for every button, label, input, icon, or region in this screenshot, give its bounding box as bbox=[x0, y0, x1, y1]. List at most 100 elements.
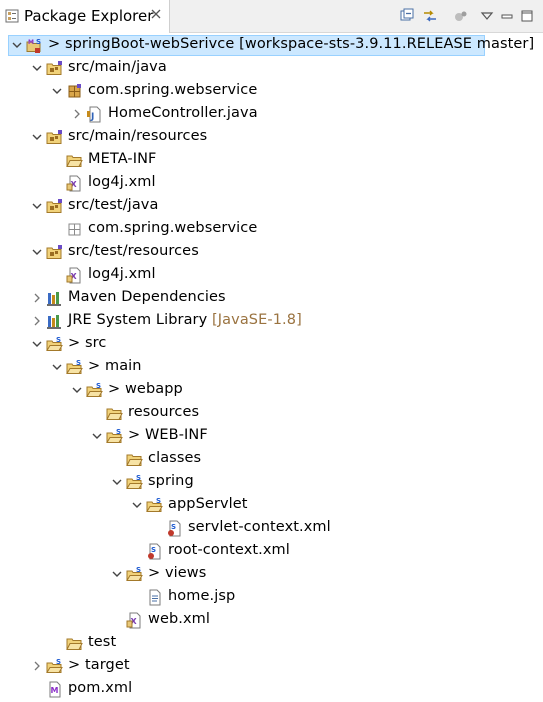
tree-item-log4j-xml-main[interactable]: X log4j.xml bbox=[0, 172, 543, 195]
tree-item-label: servlet-context.xml bbox=[188, 519, 331, 535]
tree-item-text: pom.xml bbox=[68, 680, 133, 696]
tree-item-label: HomeController.java bbox=[108, 105, 258, 121]
tree-item-root-context-xml[interactable]: S root-context.xml bbox=[0, 540, 543, 563]
chevron-down-icon[interactable] bbox=[50, 84, 64, 98]
collapse-all-icon[interactable] bbox=[398, 7, 416, 25]
tree-item-jre-system-library[interactable]: JRE System Library [JavaSE-1.8] bbox=[0, 310, 543, 333]
tree-item-src-main-resources[interactable]: src/main/resources bbox=[0, 126, 543, 149]
tree-item-maven-dependencies[interactable]: Maven Dependencies bbox=[0, 287, 543, 310]
tree-item-text: src/main/java bbox=[68, 59, 167, 75]
tree-item-test[interactable]: test bbox=[0, 632, 543, 655]
chevron-down-icon[interactable] bbox=[90, 429, 104, 443]
tree-item-target[interactable]: S> target bbox=[0, 655, 543, 678]
tree-item-src-main-java[interactable]: src/main/java bbox=[0, 57, 543, 80]
tree-item-text: META-INF bbox=[88, 151, 157, 167]
view-menu-icon[interactable] bbox=[478, 7, 496, 25]
chevron-down-icon[interactable] bbox=[30, 245, 44, 259]
tree-item-package-com-spring-webservice[interactable]: com.spring.webservice bbox=[0, 80, 543, 103]
svg-text:S: S bbox=[151, 546, 156, 554]
link-with-editor-icon[interactable] bbox=[421, 7, 439, 25]
chevron-right-icon[interactable] bbox=[30, 659, 44, 673]
chevron-down-icon[interactable] bbox=[130, 498, 144, 512]
project-springboot-webservice[interactable]: M S > springBoot-webSerivce [workspace-s… bbox=[0, 34, 543, 57]
tree-item-text: test bbox=[88, 634, 117, 650]
chevron-down-icon[interactable] bbox=[110, 475, 124, 489]
chevron-down-icon[interactable] bbox=[50, 360, 64, 374]
tree-item-servlet-context-xml[interactable]: S servlet-context.xml bbox=[0, 517, 543, 540]
chevron-right-icon[interactable] bbox=[30, 291, 44, 305]
tree-item-label: META-INF bbox=[88, 151, 157, 167]
git-folder-icon: S bbox=[106, 428, 123, 445]
tree-item-meta-inf[interactable]: META-INF bbox=[0, 149, 543, 172]
tree-item-label: Maven Dependencies bbox=[68, 289, 226, 305]
tree-item-src-test-java[interactable]: src/test/java bbox=[0, 195, 543, 218]
chevron-down-icon[interactable] bbox=[30, 130, 44, 144]
spring-xml-icon: S bbox=[146, 543, 163, 560]
chevron-down-icon[interactable] bbox=[70, 383, 84, 397]
tab-title: Package Explorer bbox=[24, 7, 154, 25]
chevron-right-icon[interactable] bbox=[70, 107, 84, 121]
tree-item-label: classes bbox=[148, 450, 201, 466]
svg-text:M: M bbox=[28, 39, 34, 46]
tree-item-src-test-resources[interactable]: src/test/resources bbox=[0, 241, 543, 264]
maximize-icon[interactable] bbox=[518, 7, 536, 25]
xml-file-icon: X bbox=[66, 175, 83, 192]
git-dirty-prefix: > bbox=[108, 381, 125, 397]
chevron-down-icon[interactable] bbox=[10, 38, 24, 52]
xml-file-icon: X bbox=[66, 267, 83, 284]
tree-item-label: > WEB-INF bbox=[128, 427, 208, 443]
package-explorer-tree[interactable]: M S > springBoot-webSerivce [workspace-s… bbox=[0, 33, 543, 702]
chevron-down-icon[interactable] bbox=[110, 567, 124, 581]
svg-text:S: S bbox=[116, 428, 121, 436]
tree-item-label: src/main/resources bbox=[68, 128, 207, 144]
tree-item-views[interactable]: S> views bbox=[0, 563, 543, 586]
svg-text:X: X bbox=[71, 180, 78, 189]
tree-item-resources[interactable]: resources bbox=[0, 402, 543, 425]
chevron-down-icon[interactable] bbox=[30, 337, 44, 351]
tree-item-text: target bbox=[84, 657, 130, 673]
git-folder-icon: S bbox=[86, 382, 103, 399]
tree-item-label: log4j.xml bbox=[88, 266, 156, 282]
tree-item-web-xml[interactable]: X web.xml bbox=[0, 609, 543, 632]
focus-on-active-task-icon[interactable] bbox=[452, 7, 470, 25]
svg-text:M: M bbox=[51, 686, 59, 695]
tree-item-text: resources bbox=[128, 404, 200, 420]
tree-item-home-jsp[interactable]: home.jsp bbox=[0, 586, 543, 609]
chevron-down-icon[interactable] bbox=[30, 61, 44, 75]
maven-project-icon: M S bbox=[26, 37, 43, 54]
close-icon[interactable] bbox=[150, 8, 162, 20]
chevron-down-icon[interactable] bbox=[30, 199, 44, 213]
tab-package-explorer[interactable]: Package Explorer bbox=[0, 0, 170, 33]
tree-item-webapp[interactable]: S > webapp bbox=[0, 379, 543, 402]
git-folder-icon: S bbox=[66, 359, 83, 376]
tree-item-label: root-context.xml bbox=[168, 542, 290, 558]
folder-open-icon bbox=[106, 405, 123, 422]
minimize-icon[interactable] bbox=[498, 7, 516, 25]
git-dirty-prefix: > bbox=[88, 358, 105, 374]
tree-item-text: classes bbox=[148, 450, 202, 466]
tree-item-text: com.spring.webservice bbox=[88, 220, 258, 236]
tree-item-main[interactable]: S> main bbox=[0, 356, 543, 379]
tree-item-text: webapp bbox=[124, 381, 183, 397]
git-folder-icon: S bbox=[126, 474, 143, 491]
tree-item-log4j-xml-test[interactable]: X log4j.xml bbox=[0, 264, 543, 287]
git-dirty-prefix: > bbox=[48, 36, 65, 52]
tree-item-text: servlet-context.xml bbox=[188, 519, 331, 535]
tree-item-text: appServlet bbox=[168, 496, 248, 512]
tree-item-label: src/test/resources bbox=[68, 243, 199, 259]
tree-item-text: com.spring.webservice bbox=[88, 82, 258, 98]
tree-item-text: views bbox=[164, 565, 207, 581]
tree-item-src[interactable]: S> src bbox=[0, 333, 543, 356]
chevron-right-icon[interactable] bbox=[30, 314, 44, 328]
tree-item-classes[interactable]: classes bbox=[0, 448, 543, 471]
svg-text:S: S bbox=[156, 497, 161, 505]
selection-highlight bbox=[8, 35, 485, 56]
tree-item-homecontroller-java[interactable]: J HomeController.java bbox=[0, 103, 543, 126]
tree-item-text: web.xml bbox=[148, 611, 211, 627]
svg-text:S: S bbox=[56, 336, 61, 344]
tree-item-test-package[interactable]: com.spring.webservice bbox=[0, 218, 543, 241]
tree-item-web-inf[interactable]: S > WEB-INF bbox=[0, 425, 543, 448]
